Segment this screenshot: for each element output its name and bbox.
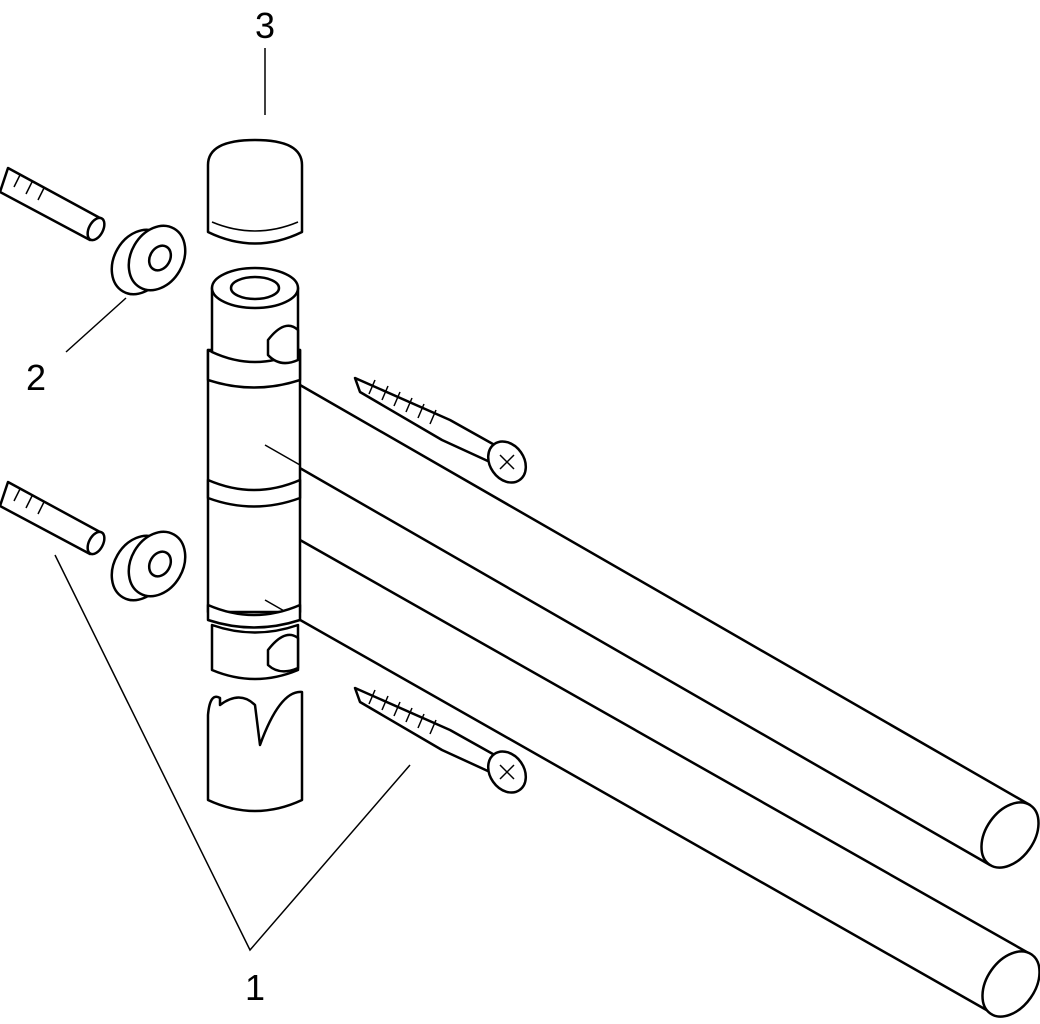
- bottom-cover: [206, 690, 304, 813]
- part-label-2: 2: [26, 357, 46, 398]
- part-label-3: 3: [255, 5, 275, 46]
- leader-line-2: [65, 297, 127, 353]
- top-cap: [206, 138, 304, 245]
- wall-plug-upper: [0, 166, 106, 242]
- leader-line-1: [54, 554, 411, 952]
- swivel-column: [206, 266, 302, 681]
- washer-upper: [110, 224, 187, 296]
- wall-plug-lower: [0, 480, 106, 556]
- wall-screw-lower: [353, 686, 528, 794]
- wall-screw-upper: [353, 376, 528, 484]
- part-label-1: 1: [245, 967, 265, 1008]
- washer-lower: [110, 530, 187, 602]
